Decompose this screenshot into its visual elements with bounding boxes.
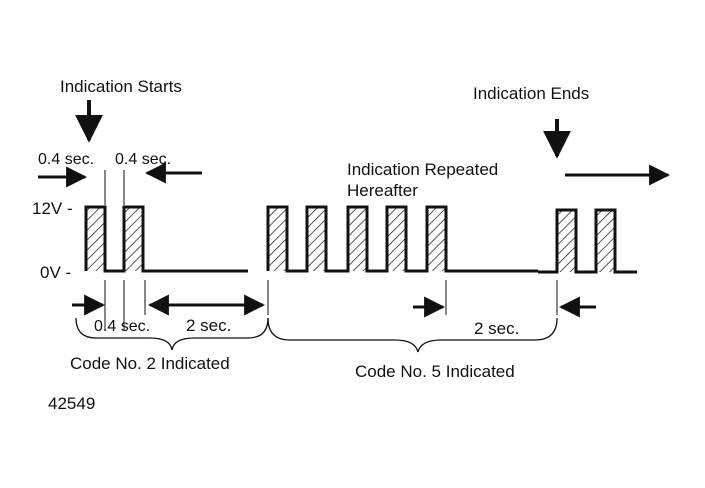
pulse-hatch — [427, 207, 446, 271]
pulse-hatch — [124, 207, 143, 271]
code-2-brace — [75, 317, 269, 351]
gap-label: 0.4 sec. — [94, 318, 150, 335]
pulse-hatch — [596, 210, 615, 272]
waveform-segment-code-2 — [84, 205, 248, 273]
voltage-high-label: 12V - — [32, 199, 73, 218]
pulse-width-label-2: 0.4 sec. — [115, 151, 171, 168]
pulse-hatch — [307, 207, 326, 271]
waveform-segment-repeat — [538, 208, 637, 274]
indication-ends-label: Indication Ends — [473, 84, 589, 103]
pulse-hatch — [348, 207, 367, 271]
code-2-label: Code No. 2 Indicated — [70, 354, 230, 373]
indication-repeated-label-line1: Indication Repeated — [347, 160, 498, 179]
pause-label-code-5: 2 sec. — [474, 319, 519, 338]
code-5-brace — [267, 317, 558, 353]
pause-label-code-2: 2 sec. — [186, 316, 231, 335]
waveform-segment-code-5 — [266, 205, 538, 273]
pulse-hatch — [268, 207, 287, 271]
pulse-width-label-1: 0.4 sec. — [38, 151, 94, 168]
indication-repeated-label-line2: Hereafter — [347, 181, 418, 200]
figure-number: 42549 — [48, 394, 95, 413]
pulse-hatch — [86, 207, 105, 271]
pulse-hatch — [387, 207, 406, 271]
pulse-hatch-group — [86, 207, 615, 272]
voltage-low-label: 0V - — [40, 263, 71, 282]
indication-starts-label: Indication Starts — [60, 77, 182, 96]
pulse-hatch — [557, 210, 576, 272]
code-5-label: Code No. 5 Indicated — [355, 362, 515, 381]
